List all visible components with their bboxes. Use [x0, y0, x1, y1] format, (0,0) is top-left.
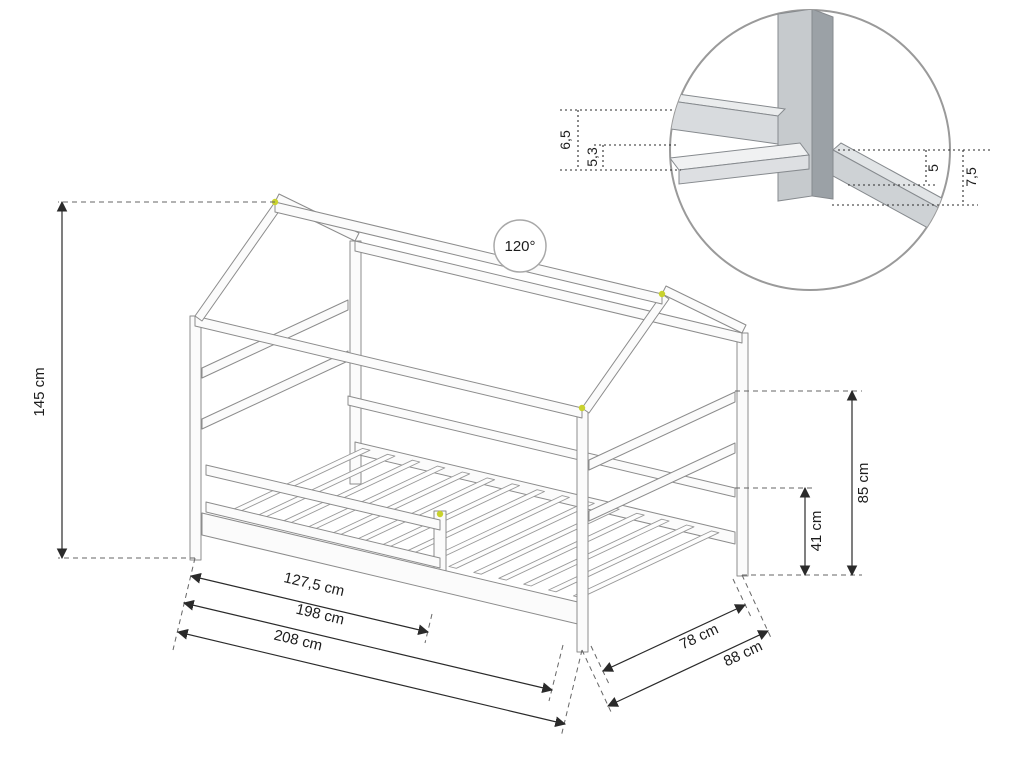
detail-circle: 6,5 5,3 7,5 5	[557, 9, 992, 291]
dim-inner-width-label: 78 cm	[677, 621, 721, 654]
front-posts	[189, 315, 589, 653]
detail-post-depth-label: 7,5	[963, 167, 979, 187]
ridge-beam	[274, 201, 663, 305]
dim-end-rail-height-label: 85 cm	[855, 463, 872, 504]
dim-lengths: 127,5 cm 198 cm 208 cm	[172, 557, 583, 738]
detail-slat-width-label: 6,5	[557, 130, 573, 150]
bed-frame	[189, 193, 749, 653]
footboard-rails	[588, 391, 736, 522]
roof-angle-label: 120°	[504, 238, 535, 255]
dim-widths: 78 cm 88 cm	[581, 574, 773, 715]
dim-total-height: 145 cm	[31, 200, 275, 560]
dim-inner-length-label: 198 cm	[294, 601, 346, 629]
dim-total-height-label: 145 cm	[31, 367, 48, 416]
dim-total-length-label: 208 cm	[272, 627, 324, 655]
headboard-rails	[201, 299, 349, 430]
detail-joint-drawing	[670, 10, 950, 241]
detail-dimensions: 6,5 5,3 7,5 5	[557, 109, 992, 206]
joint-marker-dots	[271, 198, 666, 518]
roof-angle-badge: 120°	[493, 219, 547, 273]
detail-rail-thickness-label: 5,3	[584, 147, 600, 167]
dim-guard-height-label: 41 cm	[808, 511, 825, 552]
rear-posts	[349, 240, 749, 577]
front-guard-rail	[205, 464, 441, 569]
detail-post-width-label: 5	[925, 164, 941, 172]
dim-right-heights: 85 cm 41 cm	[735, 389, 872, 577]
dim-guard-length-label: 127,5 cm	[282, 569, 346, 600]
